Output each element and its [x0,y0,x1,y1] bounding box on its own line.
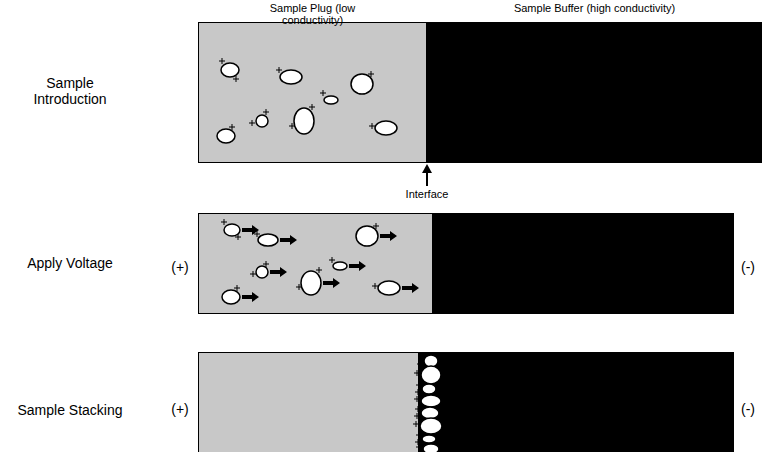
ion [421,395,441,407]
charge-sign [415,406,421,412]
anode-sign: (+) [160,401,200,417]
ion [217,129,235,143]
charge-sign [289,123,295,129]
charge-sign [221,219,227,225]
band-outline [427,22,762,163]
ion [423,444,439,452]
motion-arrow [380,231,397,241]
charge-sign [415,439,421,445]
charge-sign [235,234,241,240]
motion-arrow [270,267,287,277]
charge-sign [276,67,282,73]
cathode-sign: (-) [735,401,761,417]
charge-sign [418,354,424,360]
charge-sign [416,382,422,388]
charge-sign [233,76,239,82]
interface-pointer [426,172,428,186]
ion [421,366,441,384]
band-outline [198,22,427,163]
ion [420,418,442,434]
charge-sign [229,124,235,130]
region-band: Sample Plug (low conductivity) [198,0,427,163]
charge-sign [415,389,421,395]
charge-sign [417,361,423,367]
motion-arrow [242,292,259,302]
row-label: Apply Voltage [15,255,125,271]
ion [324,96,338,104]
charge-sign [263,261,269,267]
charge-sign [316,267,322,273]
charge-sign [373,223,379,229]
buffer-fill [427,22,762,163]
ion [256,266,268,278]
charge-sign [309,104,315,110]
buffer-band [432,213,734,314]
ion [424,355,438,367]
ion [294,108,314,134]
region-heading: Sample Plug (low conductivity) [198,2,427,26]
charge-sign [254,231,260,237]
motion-arrow [323,278,340,288]
ion [378,281,400,295]
charge-sign [296,284,302,290]
ion [222,290,240,304]
plug-band [199,353,419,452]
charge-sign [368,71,374,77]
row-label: Sample Introduction [15,75,125,107]
ion [256,115,268,127]
interface-pointer-head [422,164,432,173]
ion [422,435,436,443]
charge-sign [250,271,256,277]
ion [351,74,373,94]
ion [421,407,439,419]
ion [221,63,239,77]
ion [301,271,321,295]
motion-arrow [402,283,419,293]
plug-fill [198,22,427,163]
charge-sign [263,109,269,115]
ion [375,121,397,135]
charge-sign [329,257,335,263]
anode-sign: (+) [160,259,200,275]
ion [333,262,347,270]
interface-label: Interface [387,188,467,201]
motion-arrow [349,261,366,271]
charge-sign [372,283,378,289]
ion [280,70,302,84]
ion [422,384,436,394]
charge-sign [369,123,375,129]
charge-sign [414,396,420,402]
row-label: Sample Stacking [15,402,125,418]
cathode-sign: (-) [735,259,761,275]
charge-sign [416,444,422,450]
charge-sign [249,120,255,126]
charge-sign [320,90,326,96]
charge-sign [416,432,422,438]
ion [356,226,378,246]
region-heading: Sample Buffer (high conductivity) [427,2,762,14]
charge-sign [219,58,225,64]
charge-sign [414,413,420,419]
buffer-band [418,352,734,452]
motion-arrow [280,235,297,245]
charge-sign [234,285,240,291]
charge-sign [414,370,420,376]
ion [258,234,278,246]
plug-band [199,214,433,314]
region-band: Sample Buffer (high conductivity) [427,0,762,163]
charge-sign [413,421,419,427]
